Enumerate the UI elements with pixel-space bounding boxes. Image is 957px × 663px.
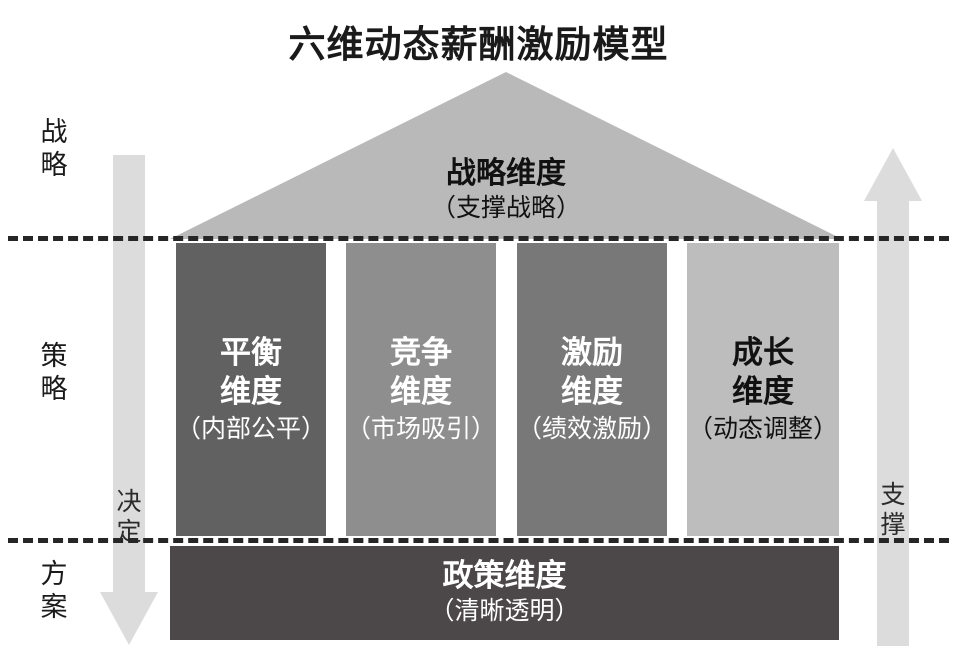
roof-strategy-dimension: 战略维度 （支撑战略） (170, 72, 842, 239)
arrow-down-shaft (113, 155, 145, 592)
row-label-plan-char-2: 案 (40, 592, 68, 623)
divider-tactic-plan (8, 538, 949, 543)
roof-subtitle: （支撑战略） (430, 194, 581, 222)
row-label-strategy-char-1: 战 (40, 117, 68, 147)
row-label-tactic-char-2: 略 (40, 374, 68, 405)
pillar-incentive-subtitle: （绩效激励） (517, 415, 668, 443)
arrow-up-label: 支 撑 (864, 481, 922, 541)
roof-triangle-shape (170, 72, 842, 239)
pillar-competition-title: 竞争 维度 (390, 333, 452, 412)
pillar-growth-subtitle: （动态调整） (687, 415, 838, 443)
pillar-balance-subtitle: （内部公平） (176, 415, 327, 443)
arrow-up-head (864, 148, 922, 201)
pillar-incentive-dimension: 激励 维度 （绩效激励） (517, 243, 667, 536)
pillar-growth-dimension: 成长 维度 （动态调整） (687, 243, 839, 536)
row-label-strategy: 战 略 (26, 116, 82, 183)
arrow-up-label-char-2: 撑 (880, 512, 906, 539)
arrow-up-support-icon: 支 撑 (864, 148, 922, 646)
pillar-competition-title-line-2: 维度 (390, 374, 452, 410)
arrow-down-head (100, 592, 158, 645)
pillar-growth-title: 成长 维度 (732, 333, 794, 412)
page-title: 六维动态薪酬激励模型 (288, 24, 669, 65)
pillar-incentive-title: 激励 维度 (561, 333, 623, 412)
row-label-plan: 方 案 (26, 558, 82, 625)
pillar-competition-subtitle: （市场吸引） (346, 415, 497, 443)
arrow-up-label-char-1: 支 (880, 482, 906, 509)
roof-text-block: 战略维度 （支撑战略） (170, 156, 842, 225)
pillar-competition-title-line-1: 竞争 (390, 334, 452, 370)
base-title: 政策维度 (442, 558, 567, 594)
row-label-plan-char-1: 方 (40, 559, 68, 589)
pillar-balance-title-line-2: 维度 (220, 374, 282, 410)
pillar-balance-dimension: 平衡 维度 （内部公平） (176, 243, 326, 536)
roof-title: 战略维度 (446, 157, 566, 190)
base-subtitle: （清晰透明） (429, 598, 580, 626)
pillar-balance-title: 平衡 维度 (220, 333, 282, 412)
arrow-down-label-char-2: 定 (116, 519, 142, 546)
row-label-strategy-char-2: 略 (40, 150, 68, 181)
pillar-growth-title-line-2: 维度 (732, 374, 794, 410)
arrow-up-shaft (877, 200, 909, 646)
base-policy-dimension: 政策维度 （清晰透明） (170, 546, 839, 640)
pillar-incentive-title-line-2: 维度 (561, 374, 623, 410)
arrow-down-decide-icon: 决 定 (100, 155, 158, 645)
row-label-tactic: 策 略 (26, 340, 82, 407)
divider-strategy-tactic (8, 236, 949, 241)
row-label-tactic-char-1: 策 (40, 341, 68, 371)
pillar-competition-dimension: 竞争 维度 （市场吸引） (346, 243, 496, 536)
pillar-growth-title-line-1: 成长 (732, 334, 794, 370)
pillar-incentive-title-line-1: 激励 (561, 334, 623, 370)
pillar-balance-title-line-1: 平衡 (220, 334, 282, 370)
arrow-down-label-char-1: 决 (116, 489, 142, 516)
